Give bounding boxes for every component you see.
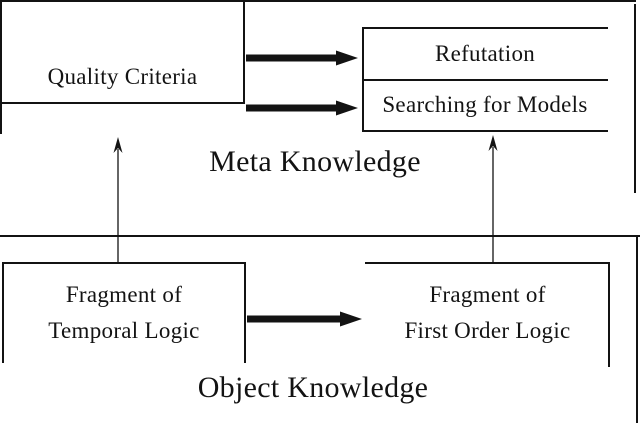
temporal-logic-label: Fragment of Temporal Logic (2, 277, 246, 349)
quality-criteria-label: Quality Criteria (47, 64, 198, 89)
first-order-logic-label-line2: First Order Logic (404, 318, 571, 343)
refutation-box-left-edge (362, 27, 364, 132)
first-order-logic-label-line1: Fragment of (429, 282, 546, 307)
temporal-box-top-edge (2, 262, 246, 264)
refutation-box-divider (362, 79, 608, 81)
meta-region-top-edge (0, 0, 636, 2)
searching-for-models-label: Searching for Models (382, 92, 588, 117)
object-region-top-edge (0, 235, 640, 237)
arrow-quality-to-searching (246, 100, 358, 116)
object-region-right-edge (636, 235, 638, 423)
temporal-logic-label-line2: Temporal Logic (48, 318, 200, 343)
temporal-box-right-edge (244, 262, 246, 363)
temporal-logic-label-line1: Fragment of (65, 282, 183, 307)
arrow-first-order-to-searching (488, 135, 498, 263)
first-order-box-right-edge (608, 262, 610, 367)
object-knowledge-title: Object Knowledge (197, 371, 429, 404)
arrow-temporal-to-quality (113, 137, 123, 263)
quality-criteria-box (0, 0, 245, 104)
meta-knowledge-title: Meta Knowledge (209, 145, 421, 178)
first-order-box-top-edge (365, 262, 610, 264)
arrow-quality-to-refutation (246, 50, 358, 66)
meta-region-right-edge (634, 4, 636, 193)
refutation-box-top-edge (362, 27, 608, 29)
refutation-label: Refutation (434, 41, 536, 66)
arrow-temporal-to-first-order (247, 311, 362, 327)
refutation-box-bottom-edge (362, 130, 608, 132)
first-order-logic-label: Fragment of First Order Logic (365, 277, 610, 349)
temporal-box-left-edge (2, 262, 4, 363)
